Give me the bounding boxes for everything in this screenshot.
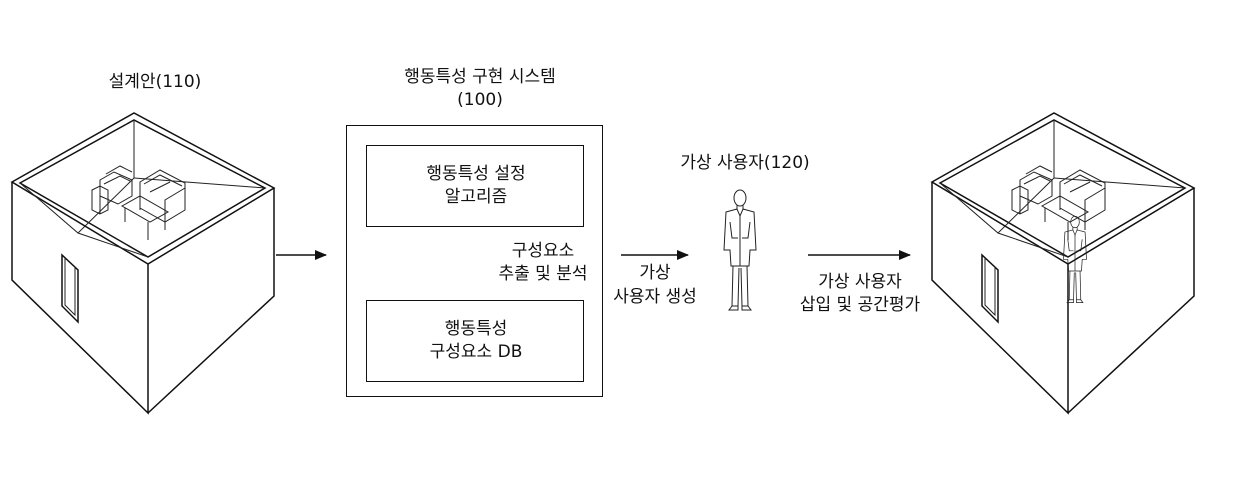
virtual-user-label: 가상 사용자(120) bbox=[680, 153, 810, 173]
person-icon bbox=[723, 189, 757, 311]
design-plan-label: 설계안(110) bbox=[108, 72, 202, 92]
system-number: (100) bbox=[457, 90, 503, 110]
algorithm-line1: 행동특성 설정 bbox=[426, 164, 526, 184]
db-line2: 구성요소 DB bbox=[429, 342, 523, 362]
room-icon bbox=[11, 112, 275, 414]
algorithm-line2: 알고리즘 bbox=[444, 187, 508, 207]
room-with-person-icon bbox=[931, 112, 1195, 414]
create-user-line2: 사용자 생성 bbox=[613, 287, 697, 307]
algorithm-box: 행동특성 설정 알고리즘 bbox=[366, 145, 584, 227]
extract-label-line1: 구성요소 bbox=[511, 241, 575, 261]
insert-eval-line1: 가상 사용자 bbox=[818, 272, 902, 292]
db-line1: 행동특성 bbox=[444, 319, 508, 339]
system-title: 행동특성 구현 시스템 bbox=[404, 67, 556, 87]
db-box: 행동특성 구성요소 DB bbox=[366, 300, 584, 382]
extract-label-line2: 추출 및 분석 bbox=[498, 264, 588, 284]
insert-eval-line2: 삽입 및 공간평가 bbox=[799, 295, 921, 315]
create-user-line1: 가상 bbox=[639, 263, 671, 283]
